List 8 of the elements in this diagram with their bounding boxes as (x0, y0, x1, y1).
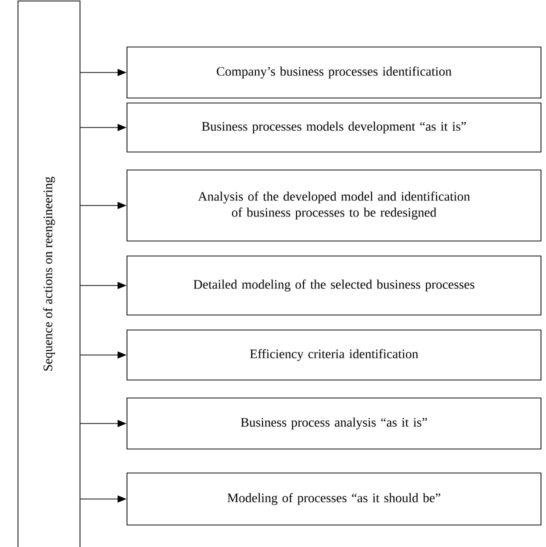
step-box: Detailed modeling of the selected business processes (126, 256, 542, 316)
sequence-box: Sequence of actions on reengineering (18, 0, 80, 547)
step-box: Business process analysis “as it is” (126, 398, 542, 450)
step-box: Company’s business processes identification (126, 46, 542, 98)
step-box: Analysis of the developed model and identification of business processes to be redesigned (126, 170, 542, 242)
step-box: Efficiency criteria identification (126, 330, 542, 380)
step-box: Modeling of processes “as it should be” (126, 472, 542, 526)
step-box: Business processes models development “as it is” (126, 102, 542, 152)
